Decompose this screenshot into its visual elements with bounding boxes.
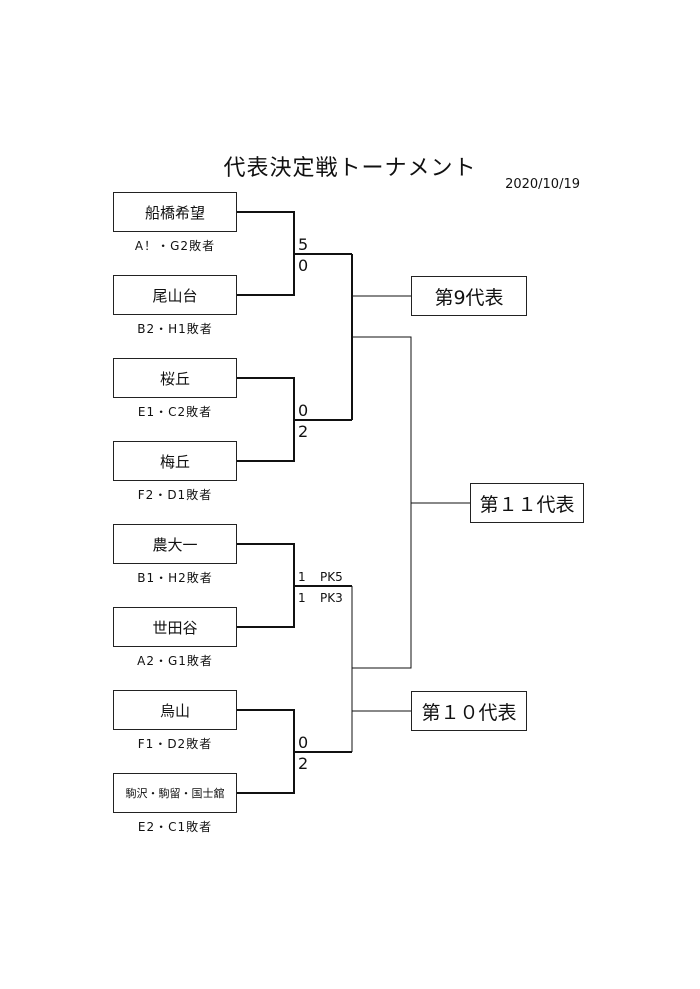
team-box: 桜丘	[113, 358, 237, 398]
team-seed-label: E1・C2敗者	[137, 405, 213, 419]
team-box: 梅丘	[113, 441, 237, 481]
score: 2	[298, 422, 309, 441]
team-seed-label: F1・D2敗者	[137, 737, 213, 751]
bracket-line	[237, 543, 295, 628]
page-title: 代表決定戦トーナメント	[223, 156, 477, 181]
team-box: 尾山台	[113, 275, 237, 315]
date-label: 2020/10/19	[505, 177, 580, 192]
team-box: 世田谷	[113, 607, 237, 647]
result-box-10: 第１０代表	[411, 691, 527, 731]
score: 5	[298, 235, 309, 254]
score: 0	[298, 401, 309, 420]
team-seed-label: F2・D1敗者	[137, 488, 213, 502]
team-box: 農大一	[113, 524, 237, 564]
team-seed-label: A2・G1敗者	[137, 654, 213, 668]
team-box: 駒沢・駒留・国士舘	[113, 773, 237, 813]
score: 1	[298, 591, 306, 605]
score: 2	[298, 754, 309, 773]
team-seed-label: A！・G2敗者	[134, 239, 216, 253]
team-seed-label: B2・H1敗者	[137, 322, 213, 336]
bracket-line	[237, 709, 295, 794]
score: 1	[298, 570, 306, 584]
result-box-9: 第9代表	[411, 276, 527, 316]
bracket-line	[237, 211, 295, 296]
score: 0	[298, 256, 309, 275]
pk-score: PK5	[320, 570, 343, 584]
team-seed-label: E2・C1敗者	[137, 820, 213, 834]
team-seed-label: B1・H2敗者	[137, 571, 213, 585]
team-box: 烏山	[113, 690, 237, 730]
team-box: 船橋希望	[113, 192, 237, 232]
pk-score: PK3	[320, 591, 343, 605]
bracket-line	[352, 336, 412, 669]
result-box-11: 第１１代表	[470, 483, 584, 523]
score: 0	[298, 733, 309, 752]
bracket-line	[237, 377, 295, 462]
